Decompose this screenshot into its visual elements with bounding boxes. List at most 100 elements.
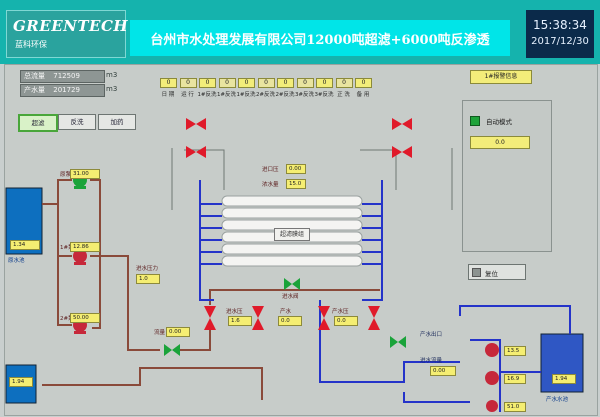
- pump-icon[interactable]: [73, 249, 87, 265]
- status-indicator-label: 2#反洗: [275, 92, 295, 98]
- status-indicator: 0: [335, 78, 353, 88]
- press3-value: 0.0: [334, 316, 358, 326]
- counter-label: 总流量: [24, 72, 45, 80]
- status-indicator: 0: [160, 78, 177, 88]
- flow-in-value: 0.00: [166, 327, 190, 337]
- pump-icon[interactable]: [486, 400, 498, 412]
- status-indicator-label: 1#反洗: [216, 92, 237, 98]
- clock-time: 15:38:34: [533, 18, 587, 32]
- air-lines: [184, 149, 397, 190]
- pipe-feed-2: [180, 330, 211, 351]
- pipe-product-1: [319, 300, 460, 383]
- status-indicator: 0: [218, 78, 236, 88]
- clock-date: 2017/12/30: [531, 36, 589, 47]
- pump-icon[interactable]: [485, 343, 499, 357]
- right-flow-label: 进水流量: [420, 358, 443, 364]
- valve-green-icon[interactable]: [390, 336, 406, 348]
- valve-red-icon[interactable]: [392, 146, 412, 158]
- status-indicator-label: 日 期: [161, 92, 175, 98]
- valve-red-icon[interactable]: [392, 118, 412, 130]
- reset-led: [472, 268, 481, 277]
- logo-subtext: 蓝科环保: [15, 40, 47, 49]
- status-indicator-label: 3#反洗: [314, 92, 334, 98]
- status-indicator-label: 1#反洗: [197, 92, 217, 98]
- counter-product-flow: 产水量 201729: [20, 84, 105, 97]
- pump2-label: 1#泵: [60, 245, 74, 251]
- uf-membrane: [221, 255, 363, 267]
- status-indicator-label: 运 行: [181, 92, 194, 98]
- press1-value: 1.6: [228, 316, 252, 326]
- flow-label: 进口压: [262, 167, 279, 173]
- flow-in-label: 流量: [154, 330, 166, 336]
- clock-display: 15:38:34 2017/12/30: [526, 10, 594, 58]
- pump1-label: 原泵: [60, 172, 72, 178]
- conc-label: 浓水量: [262, 182, 279, 188]
- status-indicator: 0: [277, 78, 294, 88]
- pump3-value: 50.00: [70, 313, 100, 323]
- pipe-raw-1: [42, 179, 72, 205]
- page-title: 台州市水处理发展有限公司12000吨超滤+6000吨反渗透: [150, 33, 490, 48]
- uf-membrane: [221, 243, 363, 255]
- left-tank-level: 1.34: [10, 240, 40, 250]
- uf-membrane: [221, 195, 363, 207]
- pump-r1-value: 13.5: [504, 346, 526, 356]
- valve-red-icon[interactable]: [368, 306, 380, 330]
- counter-unit: m3: [106, 85, 118, 93]
- mode-button-uf[interactable]: 超滤: [18, 114, 58, 132]
- title-banner: 台州市水处理发展有限公司12000吨超滤+6000吨反渗透: [130, 20, 510, 56]
- status-indicator-label: 正 洗: [337, 92, 350, 98]
- status-indicator-label: 备 用: [356, 92, 370, 98]
- status-value-box: 0.0: [470, 136, 530, 149]
- valve-green-icon[interactable]: [164, 344, 180, 356]
- counter-label: 产水量: [24, 86, 45, 94]
- pipe-feed: [90, 255, 160, 351]
- counter-unit: m3: [106, 71, 118, 79]
- right-tank-label: 产水水池: [546, 397, 569, 403]
- mode-button-dosing[interactable]: 加药: [98, 114, 136, 130]
- inlet-pressure-label: 进水压力: [136, 266, 159, 272]
- counter-value: 712509: [53, 72, 80, 80]
- counter-total-flow: 总流量 712509: [20, 70, 105, 83]
- status-indicator: 0: [257, 78, 275, 88]
- valve-red-icon[interactable]: [186, 146, 206, 158]
- valve-red-icon[interactable]: [204, 306, 216, 330]
- status-indicator: 0: [179, 78, 197, 88]
- status-indicator: 0: [296, 78, 314, 88]
- outlet-label: 产水出口: [420, 332, 443, 338]
- right-flow-value: 0.00: [430, 366, 456, 376]
- status-indicator-label: 1#反洗: [236, 92, 256, 98]
- status-indicator: 0: [355, 78, 372, 88]
- left-tank-label: 原水池: [8, 258, 25, 264]
- status-indicator: 0: [199, 78, 216, 88]
- valve-red-icon[interactable]: [252, 306, 264, 330]
- press2-value: 0.0: [278, 316, 302, 326]
- valve-red-icon[interactable]: [186, 118, 206, 130]
- status-indicator-label: 3#反洗: [294, 92, 315, 98]
- alarm-info-button[interactable]: 1#报警信息: [470, 70, 532, 84]
- valve-red-icon[interactable]: [318, 306, 330, 330]
- pump2-value: 12.86: [70, 242, 100, 252]
- counter-value: 201729: [53, 86, 80, 94]
- pipe-uf-left: [199, 180, 214, 301]
- logo-text: GREENTECH: [13, 17, 129, 35]
- right-tank-level: 1.94: [552, 374, 576, 384]
- pump3-label: 2#泵: [60, 316, 74, 322]
- reset-button[interactable]: 复位: [468, 264, 526, 280]
- pipe-product-2: [403, 392, 470, 403]
- flow-value: 0.00: [286, 164, 306, 174]
- pipe-uf-manifold-right: [362, 203, 382, 265]
- valve-green-icon[interactable]: [284, 278, 300, 290]
- pipe-raw-3: [57, 256, 72, 326]
- pump1-value: 31.00: [70, 169, 100, 179]
- status-indicator: 0: [238, 78, 255, 88]
- pipe-return: [90, 179, 101, 329]
- inlet-pressure-value: 1.0: [136, 274, 160, 284]
- valve-label: 进水阀: [282, 294, 299, 300]
- pump-icon[interactable]: [485, 371, 499, 385]
- uf-module-label: 超滤膜组: [274, 228, 310, 241]
- left-tank-2-value: 1.94: [9, 377, 33, 387]
- status-indicator-label: 2#反洗: [255, 92, 276, 98]
- mode-button-backwash[interactable]: 反洗: [58, 114, 96, 130]
- brand-logo: GREENTECH 蓝科环保: [6, 10, 129, 58]
- conc-value: 15.0: [286, 179, 306, 189]
